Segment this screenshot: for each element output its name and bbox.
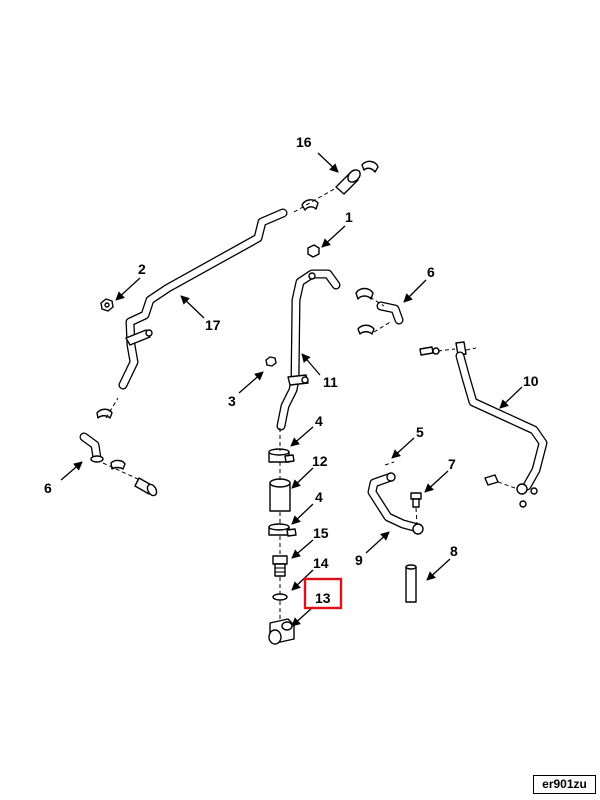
callout-7[interactable]: 7 xyxy=(448,456,456,472)
adapter-13[interactable] xyxy=(268,618,295,645)
callout-10[interactable]: 10 xyxy=(523,373,539,389)
nut-3[interactable] xyxy=(265,356,277,367)
callout-9[interactable]: 9 xyxy=(355,552,363,568)
callout-15[interactable]: 15 xyxy=(313,525,329,541)
callout-13-highlight xyxy=(303,577,343,610)
o-ring-14[interactable] xyxy=(272,593,288,601)
callout-3[interactable]: 3 xyxy=(228,393,236,409)
clamp-left[interactable] xyxy=(96,397,119,419)
callout-13[interactable]: 13 xyxy=(315,590,331,606)
callout-8[interactable]: 8 xyxy=(450,543,458,559)
fitting-15[interactable] xyxy=(272,555,288,577)
callout-17[interactable]: 17 xyxy=(205,317,221,333)
hose-12[interactable] xyxy=(269,478,291,512)
washer-5[interactable] xyxy=(384,461,395,466)
pin-8[interactable] xyxy=(405,564,417,603)
elbow-hose-6-left[interactable] xyxy=(79,432,158,497)
callout-12[interactable]: 12 xyxy=(312,453,328,469)
leader-lines xyxy=(60,152,523,627)
callout-1[interactable]: 1 xyxy=(345,209,353,225)
bolt-7[interactable] xyxy=(410,492,422,525)
tube-9[interactable] xyxy=(367,472,424,535)
callout-16[interactable]: 16 xyxy=(296,134,312,150)
tube-10[interactable] xyxy=(419,341,548,508)
callout-6-left[interactable]: 6 xyxy=(44,480,52,496)
clamp-4-bottom[interactable] xyxy=(268,523,297,537)
callout-2[interactable]: 2 xyxy=(138,261,146,277)
hose-16[interactable] xyxy=(293,160,379,213)
callout-4-bottom[interactable]: 4 xyxy=(315,489,323,505)
reference-code: er901zu xyxy=(533,775,596,794)
callout-6-right[interactable]: 6 xyxy=(427,264,435,280)
tube-17[interactable] xyxy=(118,208,288,390)
elbow-hose-6-right[interactable] xyxy=(355,287,404,335)
callout-14[interactable]: 14 xyxy=(313,555,329,571)
tube-11[interactable] xyxy=(276,269,341,431)
nut-2[interactable] xyxy=(100,298,114,312)
callout-11[interactable]: 11 xyxy=(323,374,338,390)
callout-5[interactable]: 5 xyxy=(416,424,424,440)
fitting-1[interactable] xyxy=(307,244,320,258)
callout-4-top[interactable]: 4 xyxy=(315,413,323,429)
clamp-4-top[interactable] xyxy=(268,448,295,463)
